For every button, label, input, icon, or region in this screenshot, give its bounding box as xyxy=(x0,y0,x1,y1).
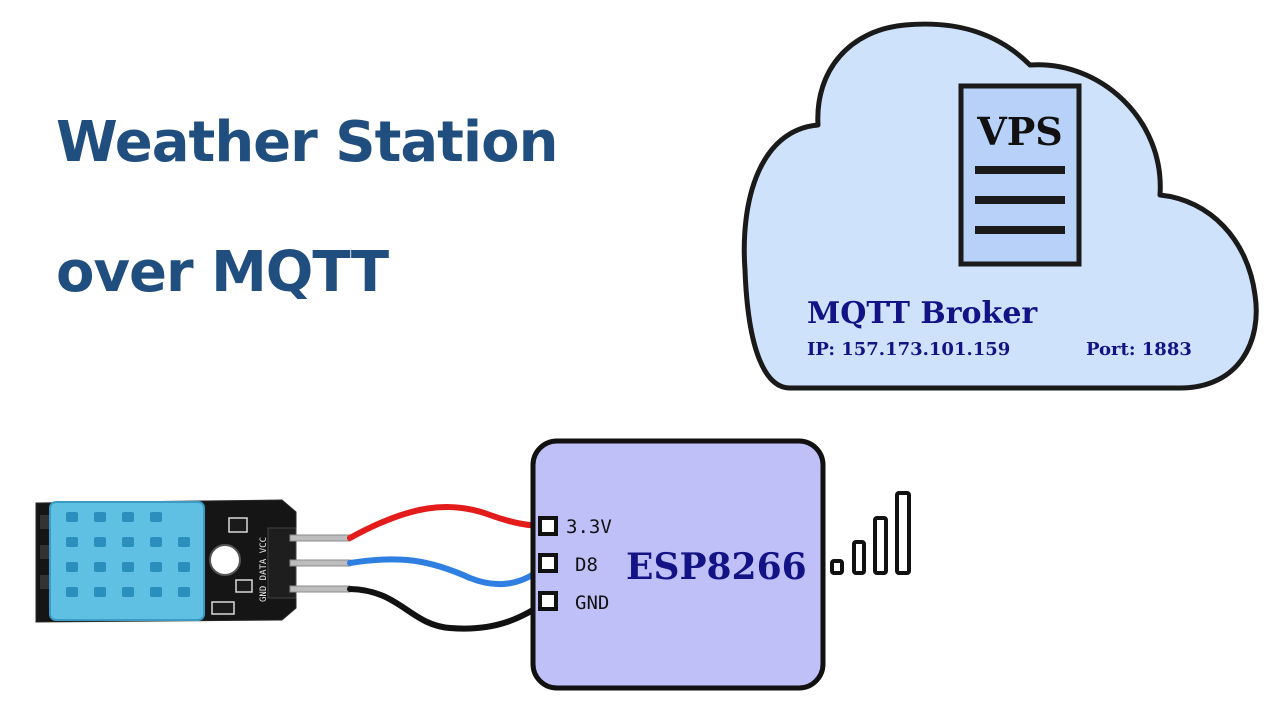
wires xyxy=(347,504,551,632)
dht-sensor-module: GND DATA VCC xyxy=(35,499,351,623)
server-document-icon xyxy=(958,83,1082,267)
esp-pin-label-3v3: 3.3V xyxy=(566,516,612,538)
sensor-smd-3 xyxy=(211,601,235,615)
esp-body xyxy=(530,438,826,691)
broker-ip: IP: 157.173.101.159 xyxy=(807,339,1010,360)
sensor-notch-1 xyxy=(40,515,50,529)
wire-data xyxy=(347,556,551,588)
esp8266-board: 3.3V D8 GND ESP8266 xyxy=(530,438,826,691)
title-line-2: over MQTT xyxy=(56,240,389,305)
sensor-smd-1 xyxy=(228,517,248,533)
server-line-2 xyxy=(975,196,1065,204)
sensor-mounting-hole xyxy=(209,544,241,576)
title-line-1: Weather Station xyxy=(56,110,558,175)
sensor-pin-gnd xyxy=(289,585,351,593)
sensor-notch-3 xyxy=(40,575,50,589)
cloud-group: VPS MQTT Broker IP: 157.173.101.159 Port… xyxy=(741,21,1259,391)
esp-pin-3v3 xyxy=(538,516,558,536)
server-line-3 xyxy=(975,226,1065,234)
server-line-1 xyxy=(975,166,1065,174)
broker-port: Port: 1883 xyxy=(1086,339,1192,360)
signal-strength-icon xyxy=(830,491,911,575)
esp-pin-label-d8: D8 xyxy=(575,554,598,576)
sensor-smd-2 xyxy=(235,579,253,593)
esp-pin-d8 xyxy=(538,553,558,573)
broker-label: MQTT Broker xyxy=(807,296,1038,331)
sensor-vent-grid xyxy=(66,512,190,597)
wire-ground xyxy=(347,586,551,632)
sensor-pin-data xyxy=(289,559,351,567)
sensor-notch-2 xyxy=(40,545,50,559)
vps-label: VPS xyxy=(976,109,1063,154)
esp-pin-label-gnd: GND xyxy=(575,592,609,614)
esp-pin-gnd xyxy=(538,591,558,611)
esp-label: ESP8266 xyxy=(626,546,807,588)
sensor-pin-labels: GND DATA VCC xyxy=(259,537,269,602)
sensor-pin-vcc xyxy=(289,534,351,542)
wire-power xyxy=(347,504,551,541)
sensor-body xyxy=(49,501,205,621)
